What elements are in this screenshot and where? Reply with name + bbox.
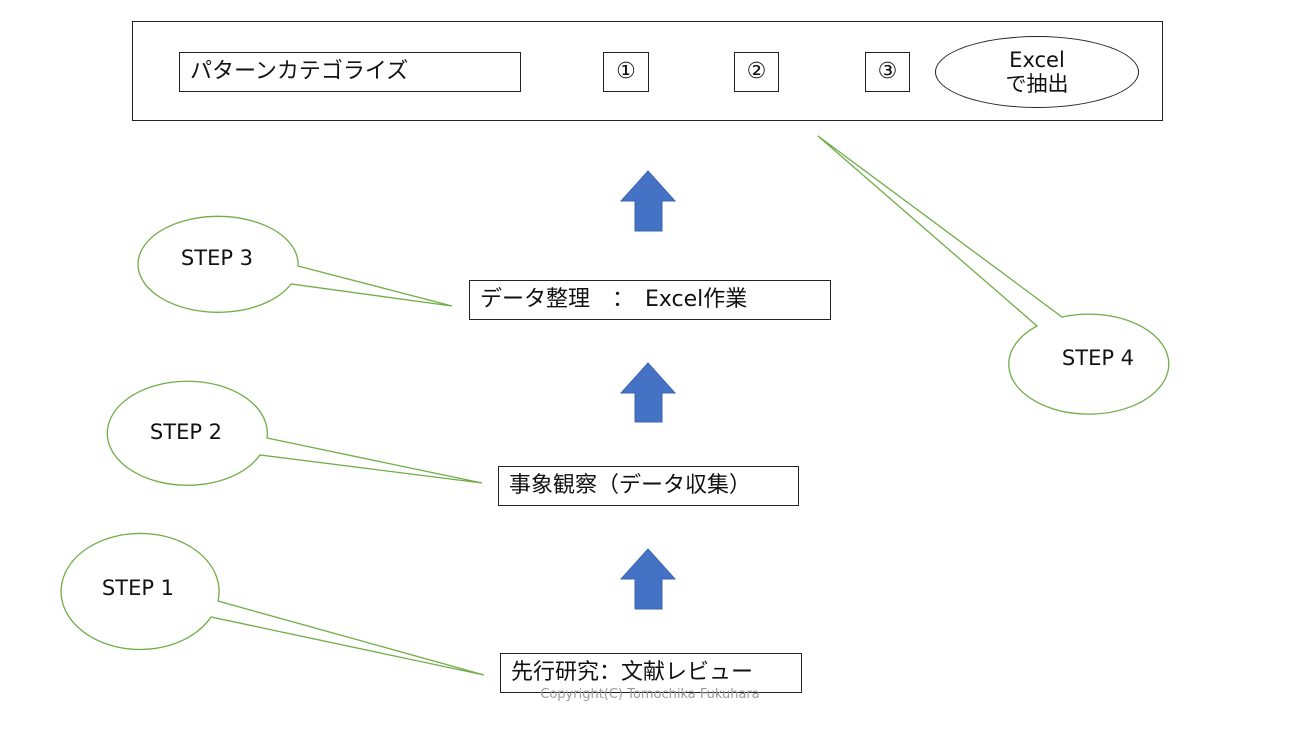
callout-step3 xyxy=(137,215,453,313)
up-arrow-icon xyxy=(619,170,677,232)
callout-step1-label: STEP 1 xyxy=(101,576,175,600)
up-arrow-icon xyxy=(619,362,677,423)
callout-step2-label: STEP 2 xyxy=(149,420,223,444)
step3-box-label: データ整理 ： Excel作業 xyxy=(480,287,748,312)
up-arrow-icon xyxy=(619,548,677,610)
excel-extract-line2: で抽出 xyxy=(1005,72,1069,96)
step3-data-organization-box: データ整理 ： Excel作業 xyxy=(469,280,831,320)
callout-step3-label: STEP 3 xyxy=(180,246,254,270)
excel-extract-line1: Excel xyxy=(1009,47,1065,72)
callout-step2 xyxy=(106,380,483,486)
step1-literature-review-box: 先行研究：文献レビュー xyxy=(500,653,802,693)
pattern-categorize-box: パターンカテゴライズ xyxy=(179,52,521,92)
step2-box-label: 事象観察（データ収集） xyxy=(509,473,752,498)
step1-box-label: 先行研究：文献レビュー xyxy=(511,660,754,685)
category-item-2-label: ② xyxy=(746,59,767,84)
callout-step1 xyxy=(60,532,485,676)
category-item-1: ① xyxy=(603,52,649,92)
category-item-3: ③ xyxy=(865,52,910,92)
copyright-text: Copyright(C) Tomochika Fukuhara xyxy=(540,687,760,702)
excel-extract-oval: Excel で抽出 xyxy=(935,36,1139,108)
category-item-1-label: ① xyxy=(616,59,636,84)
callout-step4 xyxy=(817,135,1170,415)
category-item-3-label: ③ xyxy=(877,59,898,84)
step2-observation-box: 事象観察（データ収集） xyxy=(498,466,799,506)
pattern-categorize-label: パターンカテゴライズ xyxy=(190,59,409,84)
pattern-categorize-panel xyxy=(132,21,1163,121)
category-item-2: ② xyxy=(734,52,779,92)
callout-step4-label: STEP 4 xyxy=(1061,346,1135,370)
